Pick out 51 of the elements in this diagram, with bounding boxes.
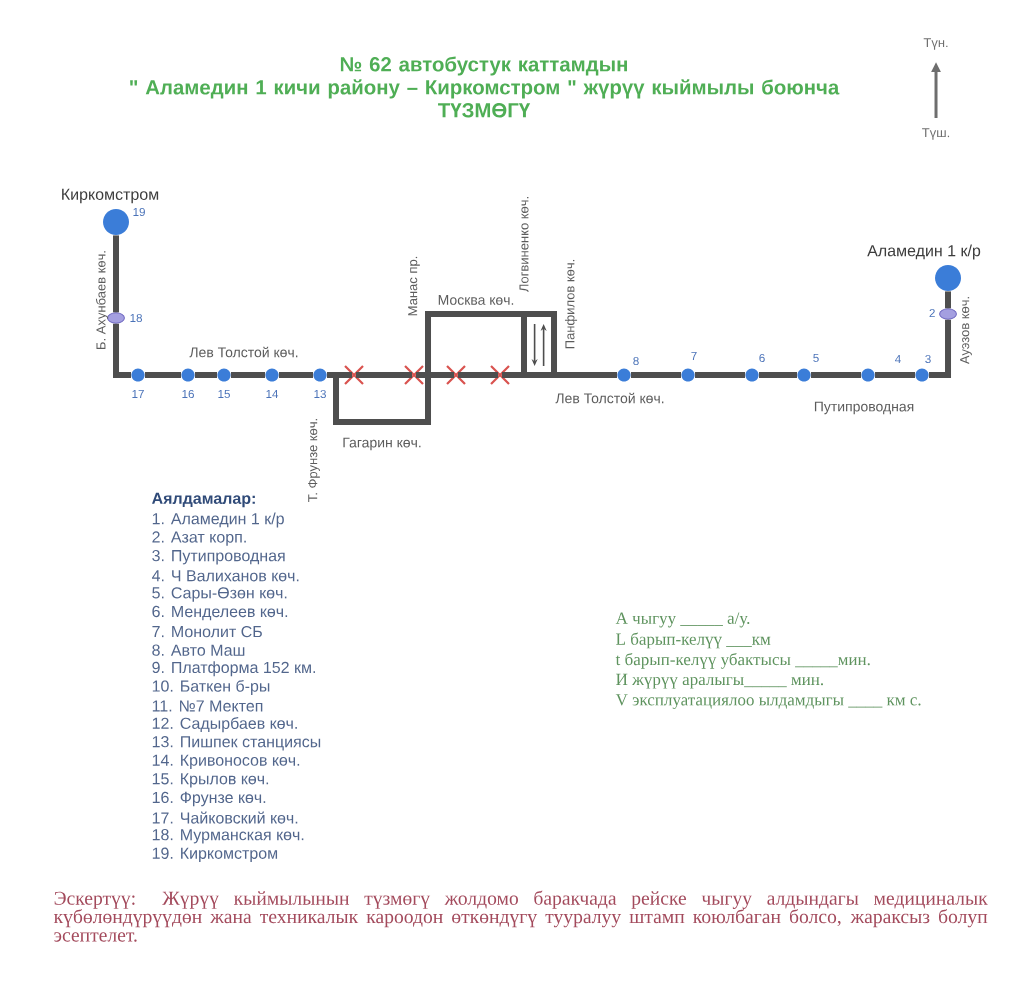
list-item: 11. №7 Мектеп bbox=[152, 700, 263, 712]
route-line bbox=[195, 372, 217, 378]
cross-mark bbox=[445, 364, 467, 386]
list-item: 5. Сары-Өзөн көч. bbox=[152, 587, 287, 602]
list-item: 6. Менделеев көч. bbox=[152, 605, 288, 621]
list-item: 2. Азат корп. bbox=[152, 531, 246, 546]
list-item: 3. Путипроводная bbox=[152, 549, 285, 565]
route-line bbox=[416, 372, 454, 378]
route-line bbox=[875, 372, 915, 378]
cross-mark bbox=[403, 364, 425, 386]
station-name: Аламедин 1 к/р bbox=[867, 244, 981, 260]
list-item: 13. Пишпек станциясы bbox=[152, 736, 321, 751]
form-line: А чыгуу _____ а/у. bbox=[615, 612, 750, 628]
cross-mark bbox=[343, 364, 365, 386]
route-line bbox=[695, 372, 745, 378]
route-line bbox=[145, 372, 181, 378]
route-line bbox=[458, 372, 498, 378]
list-item: 17. Чайковский көч. bbox=[152, 811, 298, 824]
form-line: L барып-келүү ___км bbox=[616, 632, 771, 649]
title: № 62 автобустук каттамдын " Аламедин 1 кичи району – Киркомстром " жүрүү кыймылы боюнча ТҮЗМӨГҮ bbox=[130, 56, 840, 118]
list-item: 16. Фрунзе көч. bbox=[152, 791, 266, 807]
route-line bbox=[945, 291, 951, 309]
form-line: И жүрүү аралыгы_____ мин. bbox=[616, 673, 823, 689]
route-line bbox=[929, 319, 951, 378]
route-line bbox=[502, 372, 617, 378]
list-item: 12. Садырбаев көч. bbox=[152, 717, 297, 733]
route-line bbox=[631, 372, 681, 378]
route-line bbox=[279, 372, 313, 378]
route-line bbox=[327, 372, 352, 378]
route-line bbox=[113, 323, 131, 378]
form-line: V эксплуатациялоо ылдамдыгы ____ км с. bbox=[615, 694, 921, 709]
list-item: 7. Монолит СБ bbox=[152, 625, 262, 638]
list-item: 8. Авто Маш bbox=[152, 644, 245, 656]
list-item: 15. Крылов көч. bbox=[152, 773, 269, 788]
station-name: Киркомстром bbox=[62, 188, 159, 204]
list-item: 9. Платформа 152 км. bbox=[152, 661, 315, 677]
list-item: 19. Киркомстром bbox=[152, 847, 278, 863]
list-heading: Аялдамалар: bbox=[152, 492, 255, 508]
route-line bbox=[231, 372, 265, 378]
list-item: 10. Баткен б-ры bbox=[152, 679, 270, 695]
route-line bbox=[759, 372, 797, 378]
route-line bbox=[356, 372, 412, 378]
list-item: 1. Аламедин 1 к/р bbox=[152, 512, 284, 528]
list-item: 18. Мурманская көч. bbox=[152, 828, 304, 844]
cross-mark bbox=[489, 364, 511, 386]
list-item: 14. Кривоносов көч. bbox=[152, 754, 300, 769]
list-item: 4. Ч Валиханов көч. bbox=[152, 570, 299, 582]
form-line: t барып-келүү убактысы _____мин. bbox=[615, 652, 870, 669]
note-text: Эскертүү: Жүрүү кыймылынын түзмөгү жолдомо баракчада рейске чыгуу алдындагы медициналык күбөлөндүрүүдөн жана техникалык кароодон өткөндүгү тууралуу штамп коюлбаган болсо, жараксыз болуп эсептелет. bbox=[53, 890, 988, 942]
route-line bbox=[811, 372, 861, 378]
route-line bbox=[113, 235, 119, 313]
